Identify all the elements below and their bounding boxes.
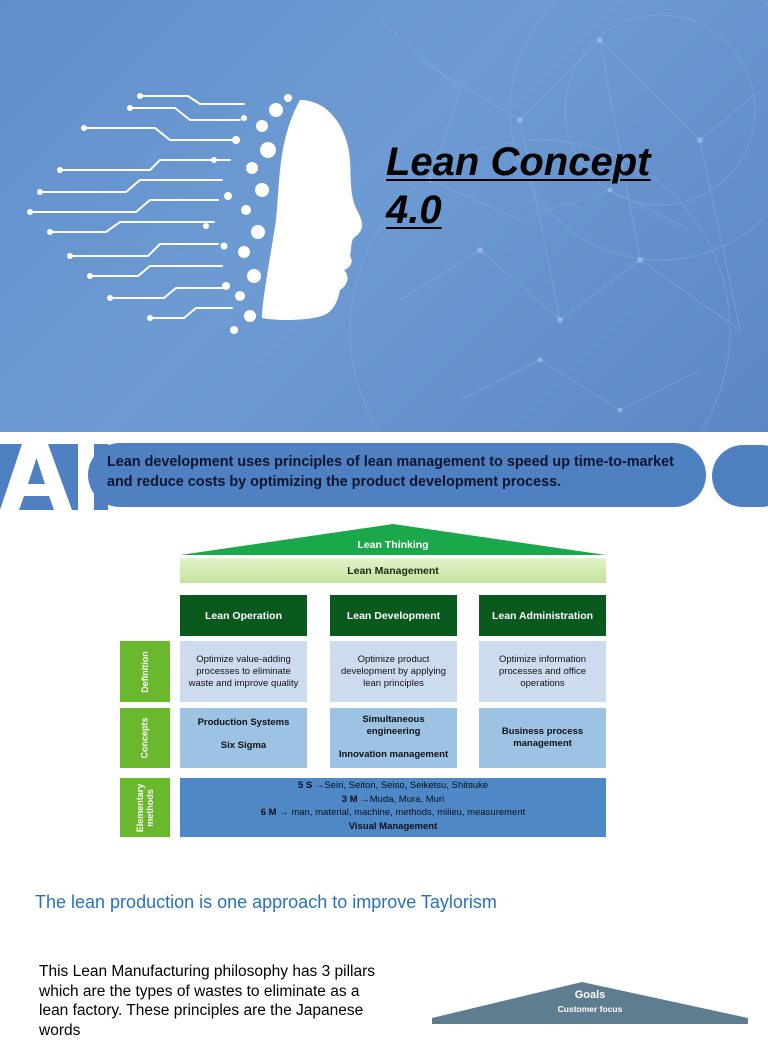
- pillar-lean-development: Lean Development: [330, 595, 457, 636]
- definition-cell: Optimize product development by applying…: [330, 641, 457, 702]
- concepts-cell: Production Systems Six Sigma: [180, 708, 307, 768]
- method-line-visual: Visual Management: [348, 820, 438, 832]
- goals-roof-shape: [432, 982, 748, 1024]
- concept-text: Six Sigma: [220, 740, 267, 751]
- concepts-cell: Business process management: [479, 708, 606, 768]
- roof-label: Lean Thinking: [357, 539, 429, 551]
- roof-shape: [180, 524, 606, 555]
- banner-pill: [712, 445, 768, 507]
- ai-logo: [0, 444, 108, 510]
- network-background: [349, 0, 768, 432]
- concept-text: Production Systems: [197, 717, 290, 728]
- taylorism-heading: The lean production is one approach to i…: [35, 892, 497, 912]
- method-line-5s: 5 S →Seiri, Seiton, Seiso, Seiketsu, Shi…: [297, 780, 489, 791]
- goals-subtitle: Customer focus: [557, 1004, 623, 1014]
- definition-cell: Optimize value-adding processes to elimi…: [180, 641, 307, 702]
- pillar-lean-administration: Lean Administration: [479, 595, 606, 636]
- ai-head-illustration: [27, 93, 363, 334]
- lean-management-bar: Lean Management: [180, 558, 606, 583]
- concept-text: Innovation management: [338, 749, 449, 760]
- side-label-definition: Definition: [120, 641, 170, 702]
- concepts-cell: Simultaneous engineering Innovation mana…: [330, 708, 457, 768]
- page-title: Lean Concept 4.0: [386, 138, 650, 234]
- method-line-6m: 6 M → man, material, machine, methods, m…: [260, 807, 526, 818]
- elementary-methods-bar: 5 S →Seiri, Seiton, Seiso, Seiketsu, Shi…: [180, 778, 606, 837]
- concept-text: Simultaneous engineering: [362, 714, 425, 737]
- concept-text: Business process management: [501, 726, 584, 749]
- method-line-3m: 3 M →Muda, Mura, Muri: [341, 793, 445, 805]
- side-label-concepts: Concepts: [120, 708, 170, 768]
- banner-text: Lean development uses principles of lean…: [107, 454, 674, 490]
- title-line-1: Lean Concept: [386, 140, 651, 184]
- title-line-2: 4.0: [386, 188, 442, 232]
- side-label-methods: Elementary methods: [120, 778, 170, 837]
- pillar-lean-operation: Lean Operation: [180, 595, 307, 636]
- hero-banner: Lean Concept 4.0: [0, 0, 768, 432]
- goals-title: Goals: [574, 989, 606, 1001]
- summary-banner: [88, 443, 706, 507]
- pillars-paragraph: This Lean Manufacturing philosophy has 3…: [39, 963, 376, 1039]
- definition-cell: Optimize information processes and offic…: [479, 641, 606, 702]
